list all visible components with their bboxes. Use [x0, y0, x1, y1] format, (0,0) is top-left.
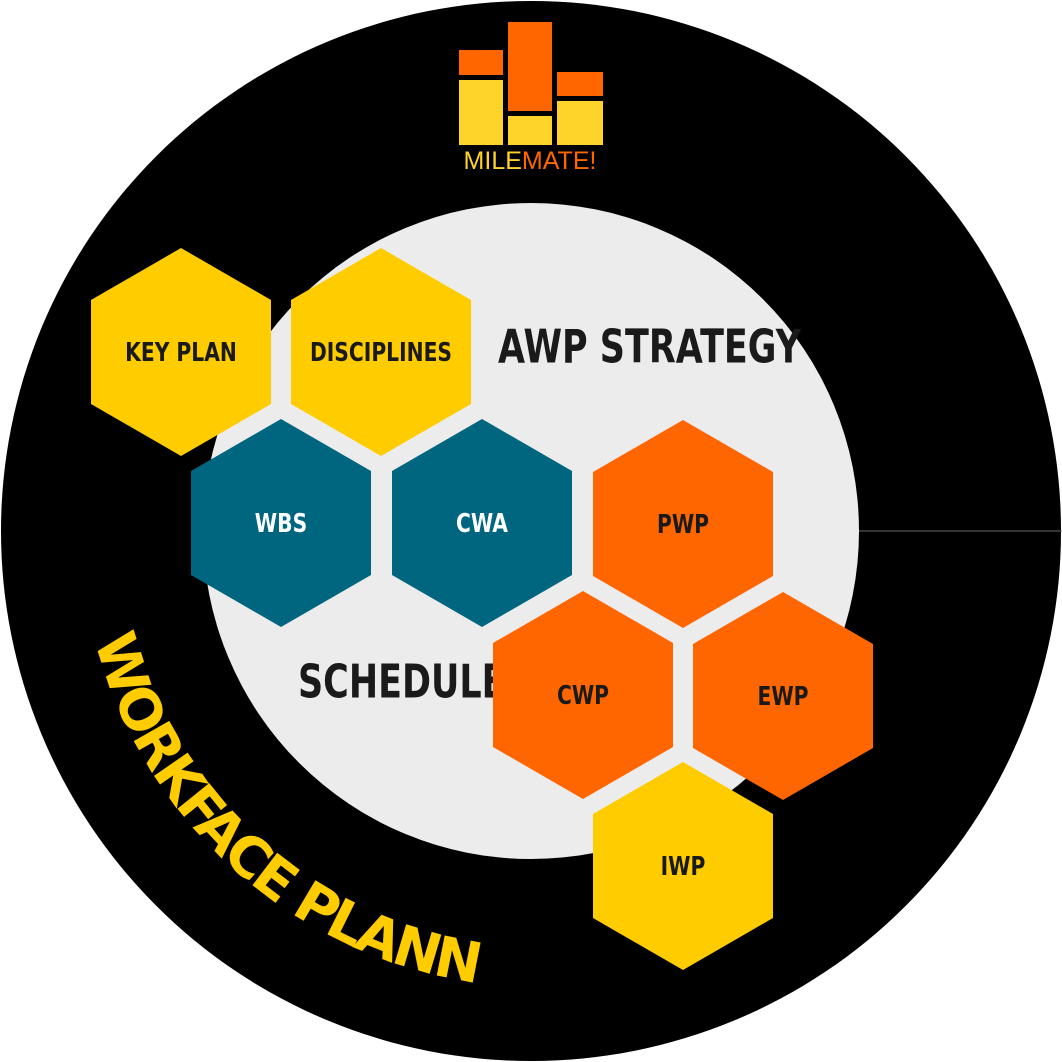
hexagon-pwp-shape — [593, 420, 773, 628]
hexagon-disciplines-shape — [291, 248, 471, 456]
schedule-heading: SCHEDULE — [298, 655, 505, 709]
hexagon-ewp-shape — [693, 592, 873, 800]
hexagon-key-plan-label: KEY PLAN — [125, 338, 237, 368]
logo-text-mate: MATE! — [522, 147, 597, 175]
hexagon-iwp: IWP — [593, 762, 773, 970]
hexagon-wbs-shape — [191, 419, 371, 627]
hexagon-pwp-label: PWP — [657, 510, 709, 540]
hexagon-group: KEY PLAN DISCIPLINES WBS CWA PWP CWP EWP IWP — [91, 248, 873, 970]
hexagon-cwa-shape — [392, 419, 572, 627]
hexagon-wbs: WBS — [191, 419, 371, 627]
hexagon-key-plan-shape — [91, 248, 271, 456]
hexagon-wbs-label: WBS — [255, 509, 307, 539]
hexagon-cwp-shape — [493, 591, 673, 799]
hexagon-ewp: EWP — [693, 592, 873, 800]
hexagon-cwa: CWA — [392, 419, 572, 627]
milemate-logo: MILEMATE! — [459, 22, 603, 175]
hexagon-iwp-label: IWP — [661, 852, 706, 882]
hexagon-key-plan: KEY PLAN — [91, 248, 271, 456]
hexagon-cwp-label: CWP — [557, 681, 609, 711]
logo-text-mile: MILE — [464, 147, 522, 175]
hexagon-cwp: CWP — [493, 591, 673, 799]
hexagon-disciplines-label: DISCIPLINES — [310, 338, 452, 368]
hexagon-iwp-shape — [593, 762, 773, 970]
hexagon-pwp: PWP — [593, 420, 773, 628]
hexagon-cwa-label: CWA — [456, 509, 508, 539]
hexagon-ewp-label: EWP — [757, 682, 808, 712]
hexagon-disciplines: DISCIPLINES — [291, 248, 471, 456]
awp-strategy-heading: AWP STRATEGY — [498, 320, 801, 374]
logo-text: MILEMATE! — [464, 147, 597, 175]
